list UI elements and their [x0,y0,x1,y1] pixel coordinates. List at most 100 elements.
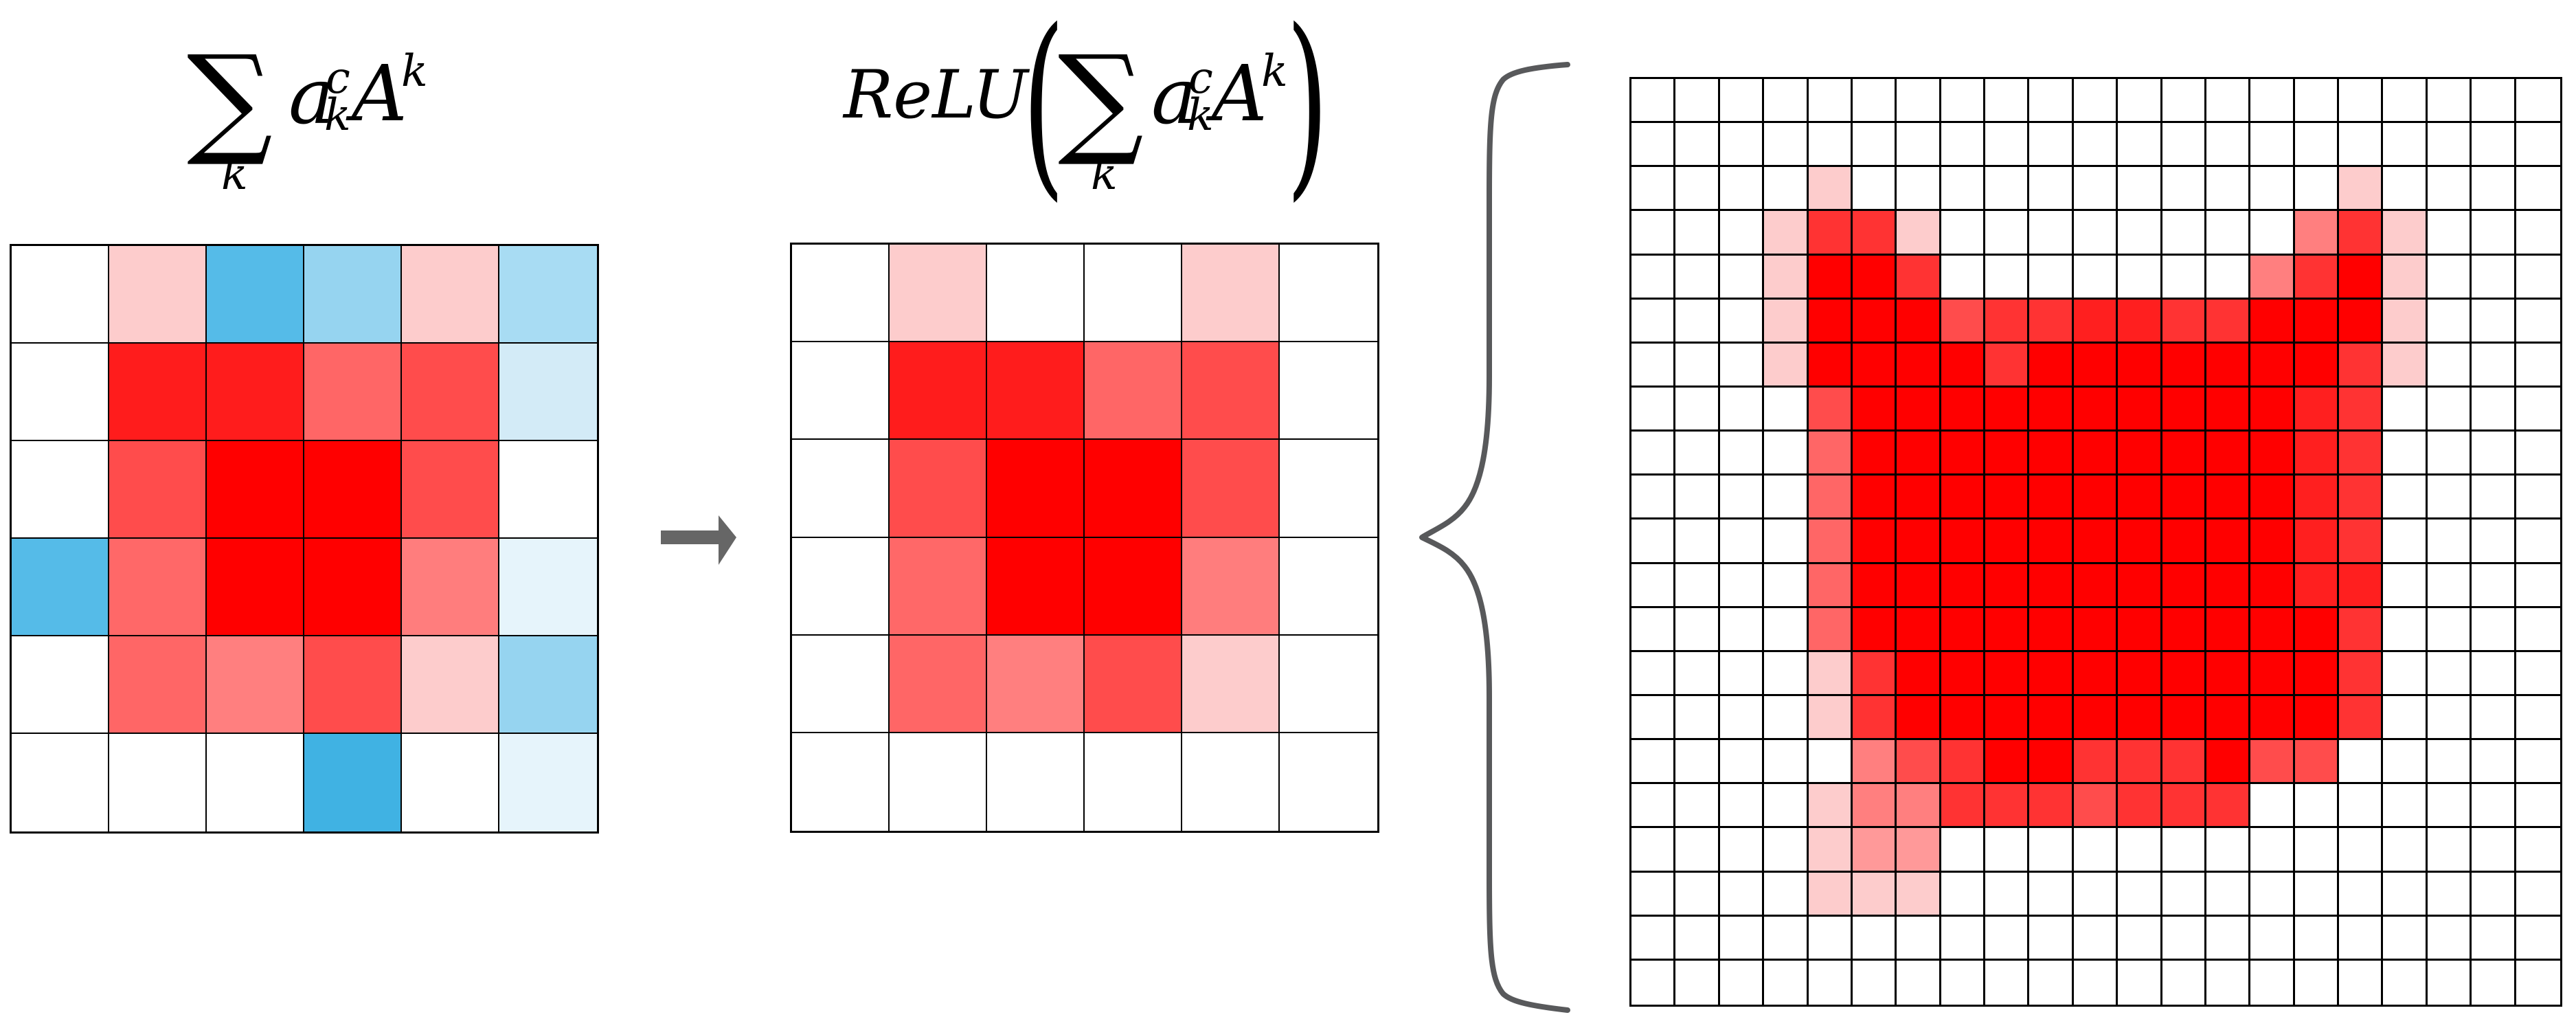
heatmap-cell [1808,343,1853,388]
heatmap-cell [1182,440,1280,538]
heatmap-cell [1941,432,1986,476]
heatmap-cell [2294,784,2340,829]
heatmap-cell [1719,651,1765,696]
heatmap-cell [2339,563,2384,608]
heatmap-cell [1985,79,2030,124]
heatmap-cell [2162,123,2206,168]
heatmap-cell [2516,343,2560,388]
heatmap-cell [2250,960,2295,1005]
heatmap-cell [2383,607,2428,652]
heatmap-cell [2472,607,2516,652]
heatmap-cell [1985,872,2030,917]
heatmap-cell [2118,607,2162,652]
heatmap-cell [2472,872,2516,917]
heatmap-cell [1808,476,1853,520]
right-arrow-icon [661,515,736,565]
heatmap-cell [499,636,597,734]
heatmap-cell [2250,519,2295,564]
heatmap-cell [2206,388,2251,432]
heatmap-cell [2250,476,2295,520]
heatmap-cell [2294,960,2340,1005]
heatmap-grid-upsampled [1629,77,2562,1007]
heatmap-cell [890,342,987,440]
heatmap-cell [2516,960,2560,1005]
heatmap-cell [1985,299,2030,344]
heatmap-cell [1182,537,1280,636]
heatmap-cell [1897,167,1941,212]
heatmap-cell [2206,740,2251,785]
heatmap-cell [2118,388,2162,432]
heatmap-cell [2339,123,2384,168]
heatmap-cell [1897,343,1941,388]
heatmap-cell [1719,784,1765,829]
heatmap-cell [1985,476,2030,520]
term-a-subscript: k [324,90,351,141]
heatmap-cell [1985,696,2030,741]
heatmap-cell [2073,784,2119,829]
heatmap-cell [1675,916,1720,961]
heatmap-cell [1085,635,1182,733]
heatmap-cell [2427,123,2472,168]
heatmap-cell [2427,255,2472,300]
heatmap-cell [1764,828,1809,873]
heatmap-cell [2206,167,2251,212]
heatmap-cell [2250,916,2295,961]
heatmap-cell [2206,651,2251,696]
heatmap-cell [1852,916,1897,961]
heatmap-cell [2383,476,2428,520]
heatmap-cell [2029,696,2074,741]
heatmap-cell [2073,607,2119,652]
heatmap-cell [2516,255,2560,300]
heatmap-cell [1764,123,1809,168]
heatmap-cell [2294,476,2340,520]
heatmap-cell [2427,79,2472,124]
heatmap-cell [1985,211,2030,256]
heatmap-cell [2029,828,2074,873]
heatmap-cell [1897,299,1941,344]
heatmap-cell [2073,167,2119,212]
heatmap-cell [2118,476,2162,520]
heatmap-cell [792,733,890,831]
heatmap-cell [1808,960,1853,1005]
heatmap-cell [1631,607,1676,652]
open-paren: ( [1022,0,1065,219]
heatmap-cell [402,734,499,831]
heatmap-cell [2250,432,2295,476]
heatmap-cell [2250,167,2295,212]
heatmap-cell [2162,255,2206,300]
heatmap-cell [1808,388,1853,432]
heatmap-cell [2472,123,2516,168]
heatmap-cell [1631,211,1676,256]
heatmap-cell [1280,537,1377,636]
heatmap-cell [2427,211,2472,256]
heatmap-cell [1675,476,1720,520]
heatmap-cell [1675,432,1720,476]
heatmap-cell [2162,211,2206,256]
close-paren: ) [1286,0,1329,219]
heatmap-cell [2250,740,2295,785]
heatmap-cell [1897,872,1941,917]
term-a: a [289,52,335,142]
heatmap-cell [2118,740,2162,785]
heatmap-cell [1631,872,1676,917]
heatmap-cell [1852,828,1897,873]
heatmap-cell [2383,432,2428,476]
heatmap-cell [1808,519,1853,564]
term-a-superscript: c [326,53,350,104]
heatmap-cell [1764,607,1809,652]
heatmap-cell [12,539,109,636]
term-A-superscript: k [401,46,428,97]
heatmap-cell [2029,519,2074,564]
heatmap-cell [1764,211,1809,256]
heatmap-cell [2339,388,2384,432]
heatmap-cell [1897,255,1941,300]
heatmap-cell [1897,79,1941,124]
heatmap-cell [2294,388,2340,432]
heatmap-cell [2206,784,2251,829]
heatmap-cell [1852,432,1897,476]
heatmap-cell [109,344,207,441]
heatmap-cell [1631,255,1676,300]
heatmap-cell [2029,343,2074,388]
heatmap-cell [2073,696,2119,741]
heatmap-cell [2294,740,2340,785]
